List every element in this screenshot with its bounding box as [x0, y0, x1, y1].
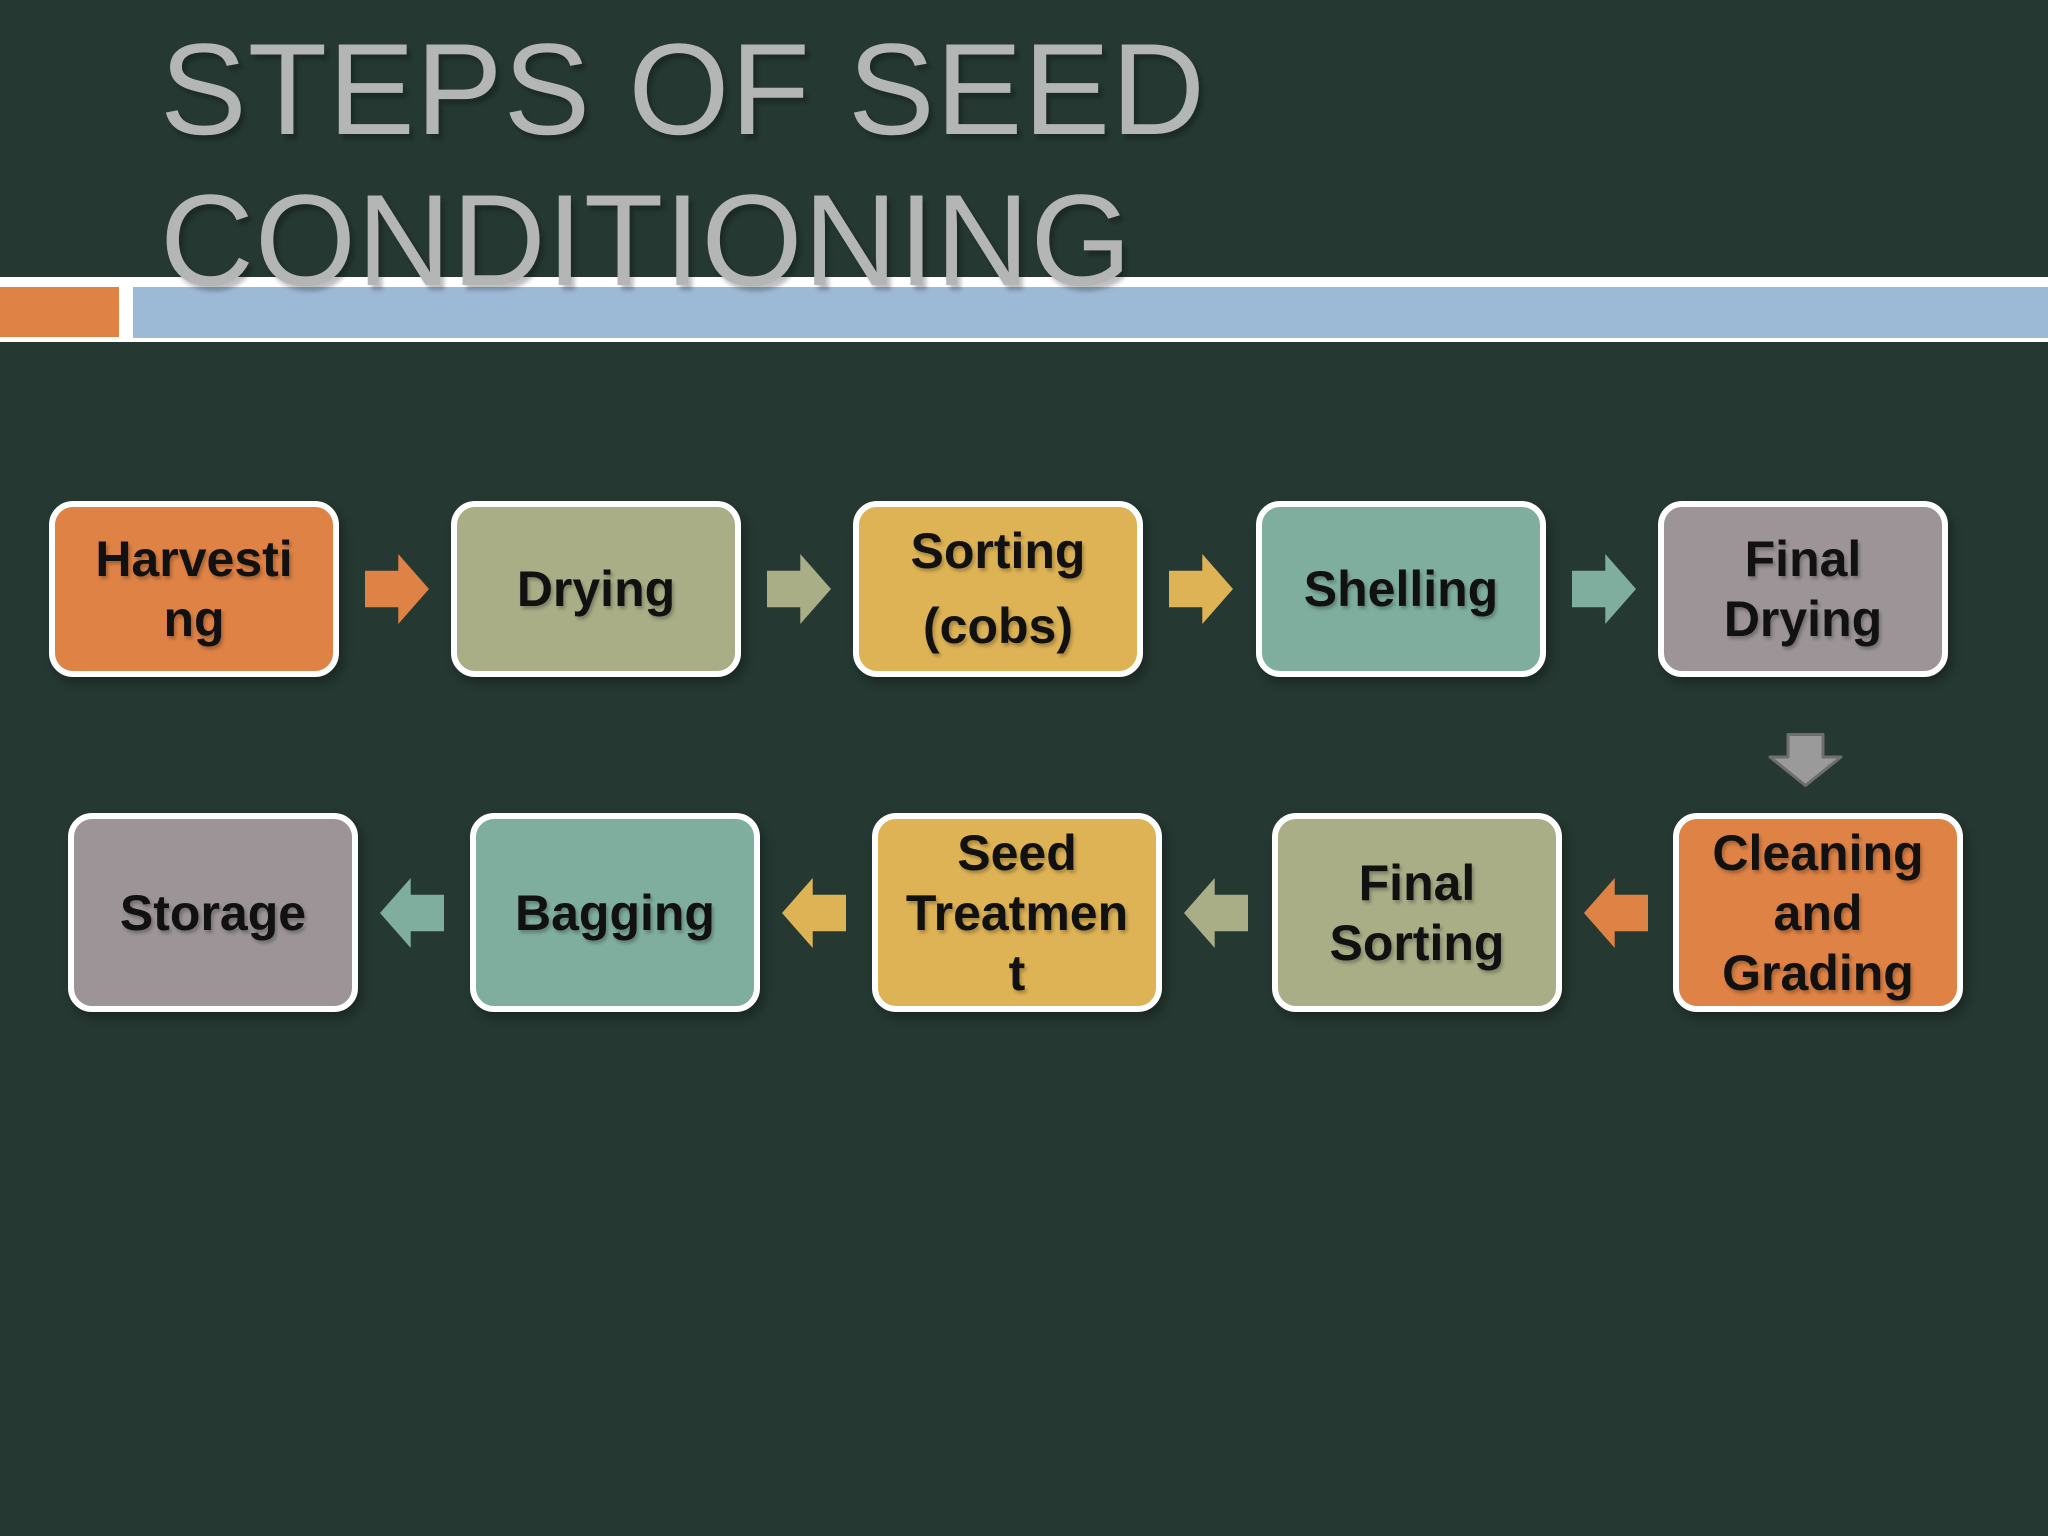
flow-step-cleaning-grading: Cleaning and Grading: [1673, 813, 1963, 1012]
accent-bar-orange: [0, 287, 119, 337]
flow-step-label: Bagging: [515, 884, 715, 941]
arrow-left-icon: [782, 878, 846, 948]
arrow-left-icon: [380, 878, 444, 948]
arrow-right-icon: [365, 554, 429, 624]
flow-step-sorting-cobs: Sorting (cobs): [853, 501, 1143, 677]
arrow-left-icon: [1584, 878, 1648, 948]
arrow-left-icon: [1184, 878, 1248, 948]
flow-step-storage: Storage: [68, 813, 358, 1012]
flow-step-label: Harvesti ng: [95, 531, 293, 647]
flow-step-shelling: Shelling: [1256, 501, 1546, 677]
slide-title: STEPS OF SEED CONDITIONING: [160, 16, 1207, 313]
flow-step-label: Final Sorting: [1329, 854, 1505, 971]
flow-step-label: Seed Treatmen t: [905, 824, 1129, 1001]
arrow-right-icon: [1572, 554, 1636, 624]
flow-step-seed-treatment: Seed Treatmen t: [872, 813, 1162, 1012]
flow-step-label: Drying: [516, 561, 676, 617]
flow-step-final-drying: Final Drying: [1658, 501, 1948, 677]
flow-step-bagging: Bagging: [470, 813, 760, 1012]
flow-step-final-sorting: Final Sorting: [1272, 813, 1562, 1012]
flow-step-label: Sorting (cobs): [910, 523, 1086, 654]
flow-step-label: Final Drying: [1723, 531, 1883, 647]
title-accent-band: [0, 277, 2048, 342]
arrow-right-icon: [767, 554, 831, 624]
flow-step-label: Storage: [119, 884, 307, 941]
flow-step-harvesting: Harvesti ng: [49, 501, 339, 677]
flow-step-label: Shelling: [1303, 561, 1499, 617]
flow-step-drying: Drying: [451, 501, 741, 677]
flow-step-label: Cleaning and Grading: [1712, 824, 1924, 1001]
accent-bar-blue: [133, 287, 2048, 338]
arrow-right-icon: [1169, 554, 1233, 624]
arrow-down-icon: [1768, 733, 1843, 787]
